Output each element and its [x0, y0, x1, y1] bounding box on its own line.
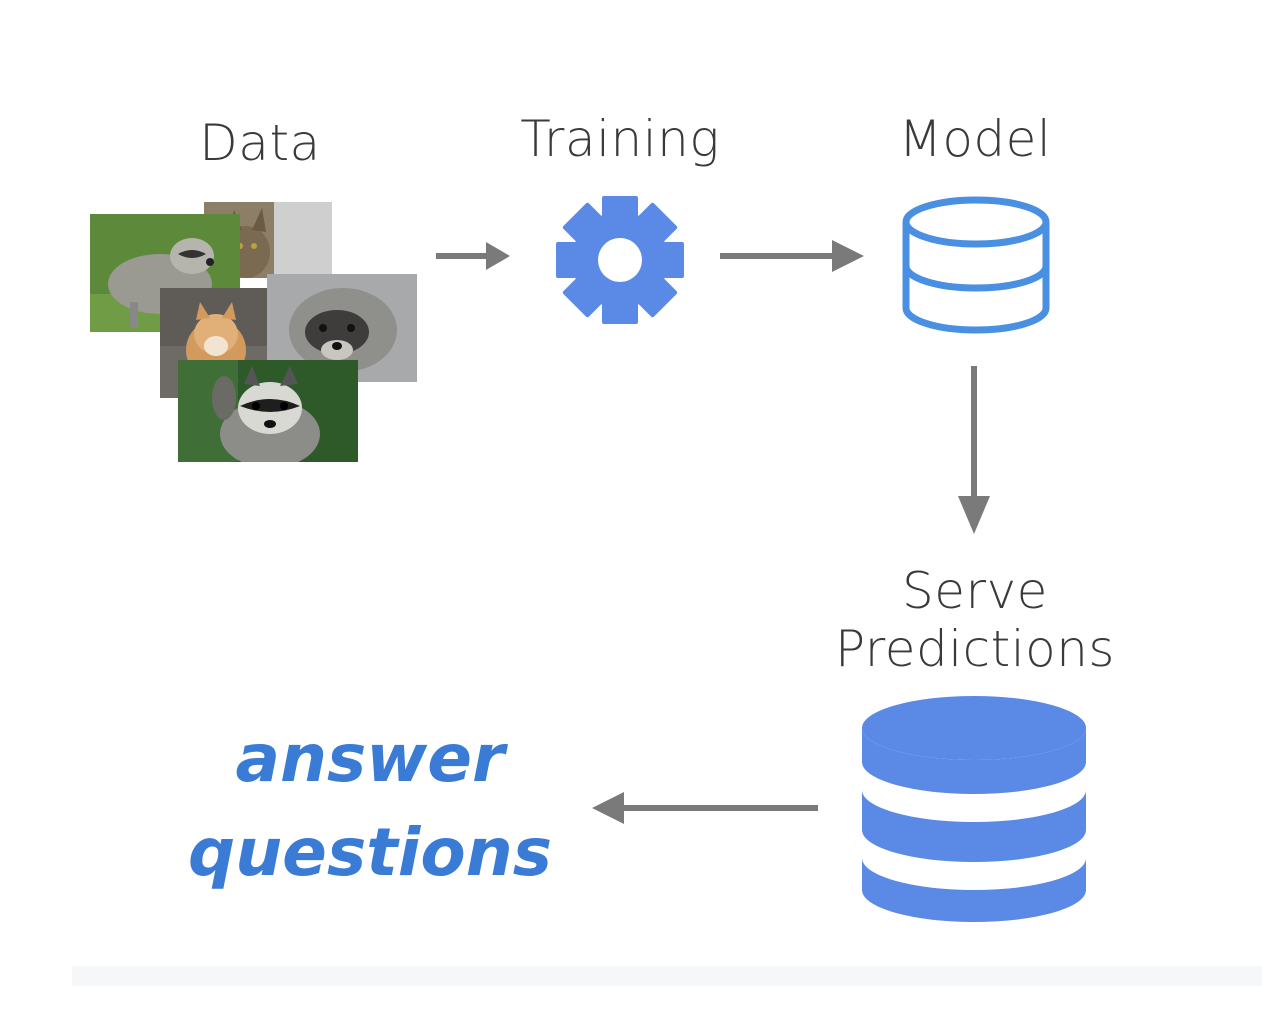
bottom-band	[72, 966, 1262, 986]
arrow-data-to-training	[436, 242, 510, 270]
raccoon-photo-2	[178, 360, 358, 462]
serve-predictions-label: Serve Predictions	[810, 562, 1140, 678]
training-label: Training	[520, 110, 720, 168]
answer-line1: answer	[235, 720, 505, 797]
answer-questions-text: answer questions	[170, 712, 570, 900]
arrow-serve-to-answer	[592, 792, 818, 824]
training-data-photos	[80, 190, 430, 480]
serve-label-line1: Serve	[902, 562, 1048, 620]
model-label: Model	[898, 110, 1052, 168]
answer-line2: questions	[187, 814, 553, 891]
arrow-training-to-model	[720, 240, 864, 272]
gear-icon	[556, 196, 684, 324]
serve-label-line2: Predictions	[835, 620, 1115, 678]
database-outline-icon	[902, 196, 1050, 334]
data-label: Data	[199, 114, 321, 172]
database-filled-icon	[862, 696, 1086, 922]
arrow-model-to-serve	[958, 366, 990, 534]
